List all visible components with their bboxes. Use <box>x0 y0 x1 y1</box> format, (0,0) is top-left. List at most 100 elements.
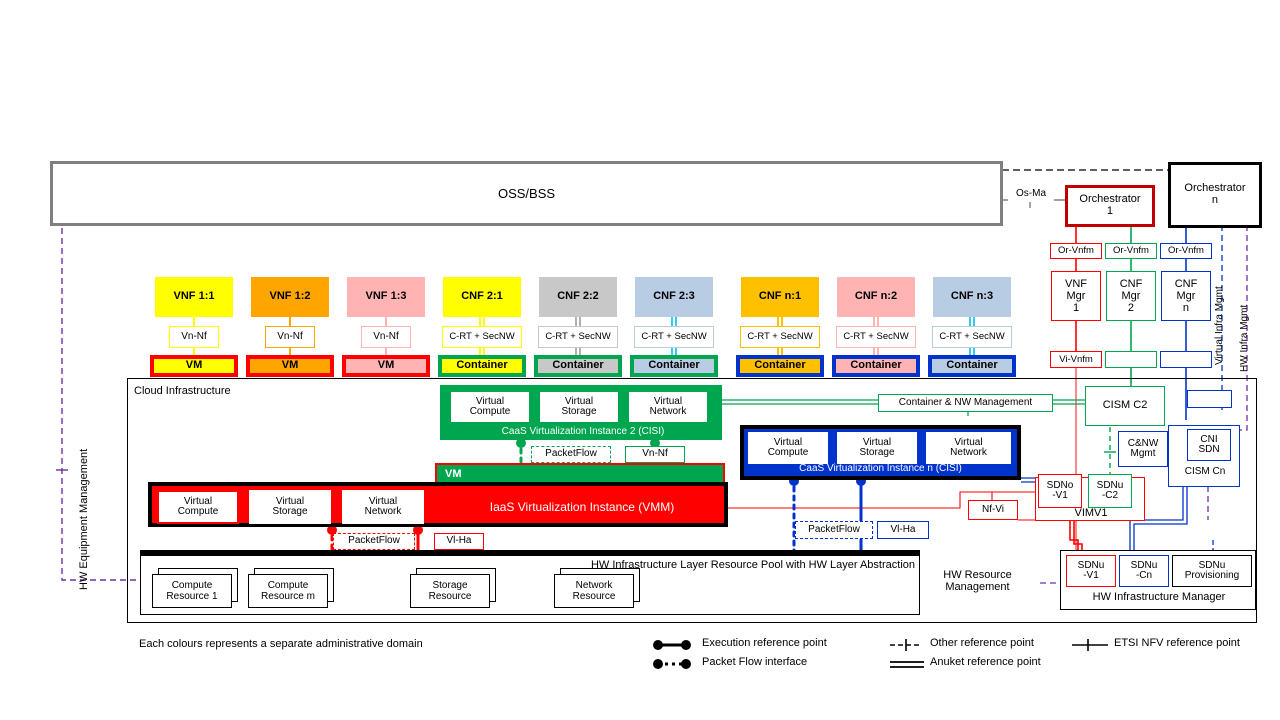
function-base-vm[interactable]: VM <box>150 355 238 377</box>
iaas-instance-box[interactable]: Virtual Compute Virtual Storage Virtual … <box>148 482 728 527</box>
sdnu-provisioning-box[interactable]: SDNu Provisioning <box>1172 555 1252 587</box>
legend-label-etsi: ETSI NFV reference point <box>1114 637 1240 649</box>
cism-cn-box[interactable]: CNI SDN CISM Cn <box>1168 425 1240 487</box>
function-box-cnf-2-2[interactable]: CNF 2:2 <box>539 277 617 317</box>
legend-label-anuket: Anuket reference point <box>930 656 1041 668</box>
hw-abstraction-bar <box>140 550 920 556</box>
manager-box-cnf-mgr-n[interactable]: CNF Mgr n <box>1161 271 1211 321</box>
oss-bss-box[interactable]: OSS/BSS <box>50 161 1003 226</box>
function-interface-ref[interactable]: Vn-Nf <box>361 326 411 348</box>
legend: Execution reference point Packet Flow in… <box>650 636 1250 678</box>
caasn-title: CaaS Virtualization Instance n (CISI) <box>799 463 962 475</box>
legend-label-packetflow: Packet Flow interface <box>702 656 808 668</box>
function-interface-ref[interactable]: Vn-Nf <box>169 326 219 348</box>
sdnu-cn-box[interactable]: SDNu -Cn <box>1119 555 1169 587</box>
colour-domain-caption: Each colours represents a separate admin… <box>139 638 423 650</box>
hw-resource-card[interactable]: Compute Resource m <box>248 574 328 608</box>
function-base-container[interactable]: Container <box>832 355 920 377</box>
orchestrator-1-box[interactable]: Orchestrator 1 <box>1065 185 1155 227</box>
container-nw-management-box[interactable]: Container & NW Management <box>878 394 1053 412</box>
caas2-virtual-storage[interactable]: Virtual Storage <box>539 391 619 423</box>
function-box-cnf-2-3[interactable]: CNF 2:3 <box>635 277 713 317</box>
caasn-virtual-compute[interactable]: Virtual Compute <box>748 432 828 464</box>
oss-bss-label: OSS/BSS <box>497 185 556 201</box>
function-base-container[interactable]: Container <box>438 355 526 377</box>
function-interface-ref[interactable]: C-RT + SecNW <box>836 326 916 348</box>
hw-resource-mgmt-label: HW Resource Management <box>943 569 1012 593</box>
hw-equipment-mgmt-label: HW Equipment Management <box>78 448 90 590</box>
manager-top-ref[interactable]: Or-Vnfm <box>1160 243 1212 259</box>
function-base-vm[interactable]: VM <box>246 355 334 377</box>
iaas-title: IaaS Virtualization Instance (VMM) <box>489 499 675 514</box>
manager-box-vnf-mgr-1[interactable]: VNF Mgr 1 <box>1051 271 1101 321</box>
caas2-title: CaaS Virtualization Instance 2 (CISI) <box>501 426 665 438</box>
cism-c2-box[interactable]: CISM C2 <box>1085 386 1165 426</box>
legend-label-execution: Execution reference point <box>702 637 827 649</box>
function-box-cnf-n-1[interactable]: CNF n:1 <box>741 277 819 317</box>
caas2-virtual-compute[interactable]: Virtual Compute <box>450 391 530 423</box>
vimv1-label: VIMV1 <box>1074 507 1108 520</box>
cnw-mgmt-box[interactable]: C&NW Mgmt <box>1118 431 1168 467</box>
hw-resource-card[interactable]: Network Resource <box>554 574 634 608</box>
caas2-instance-box[interactable]: Virtual Compute Virtual Storage Virtual … <box>440 385 722 440</box>
iaas-virtual-compute[interactable]: Virtual Compute <box>157 490 239 524</box>
iaas-virtual-network[interactable]: Virtual Network <box>342 490 424 524</box>
function-base-vm[interactable]: VM <box>342 355 430 377</box>
function-interface-ref[interactable]: C-RT + SecNW <box>740 326 820 348</box>
manager-bottom-ref[interactable] <box>1105 351 1157 368</box>
legend-label-other: Other reference point <box>930 637 1034 649</box>
function-base-container[interactable]: Container <box>736 355 824 377</box>
hw-infra-mgmt-label: HW Infra Mgmt <box>1239 304 1250 372</box>
cloud-infrastructure-box <box>127 378 1257 623</box>
cism-cn-label: CISM Cn <box>1184 465 1226 477</box>
iaas-packetflow-ref[interactable]: PacketFlow <box>333 533 415 550</box>
orchestrator-n-label: Orchestrator n <box>1184 182 1246 206</box>
function-box-vnf-1-1[interactable]: VNF 1:1 <box>155 277 233 317</box>
manager-bottom-ref[interactable]: Vi-Vnfm <box>1050 351 1102 368</box>
function-box-cnf-2-1[interactable]: CNF 2:1 <box>443 277 521 317</box>
manager-box-cnf-mgr-2[interactable]: CNF Mgr 2 <box>1106 271 1156 321</box>
caas2-packetflow-ref[interactable]: PacketFlow <box>531 446 611 463</box>
function-interface-ref[interactable]: Vn-Nf <box>265 326 315 348</box>
caasn-virtual-storage[interactable]: Virtual Storage <box>837 432 917 464</box>
function-base-container[interactable]: Container <box>928 355 1016 377</box>
orchestrator-n-box[interactable]: Orchestrator n <box>1168 162 1262 228</box>
hw-infrastructure-manager-box[interactable]: SDNu -V1 SDNu -Cn SDNu Provisioning HW I… <box>1060 550 1256 610</box>
manager-bottom-ref[interactable] <box>1160 351 1212 368</box>
function-box-cnf-n-3[interactable]: CNF n:3 <box>933 277 1011 317</box>
manager-extra-ref[interactable] <box>1187 390 1232 408</box>
function-box-vnf-1-3[interactable]: VNF 1:3 <box>347 277 425 317</box>
function-interface-ref[interactable]: C-RT + SecNW <box>634 326 714 348</box>
nf-vi-ref[interactable]: Nf-Vi <box>968 500 1018 520</box>
caas2-virtual-network[interactable]: Virtual Network <box>628 391 708 423</box>
hw-resource-card[interactable]: Storage Resource <box>410 574 490 608</box>
iaas-virtual-storage[interactable]: Virtual Storage <box>249 490 331 524</box>
caas2-vm-bar[interactable]: VM <box>435 463 725 484</box>
sdnu-c2-box[interactable]: SDNu -C2 <box>1088 474 1132 508</box>
function-base-container[interactable]: Container <box>534 355 622 377</box>
virtual-infra-mgmt-label: Virtual Infra Mgmt <box>1214 286 1225 365</box>
caasn-instance-box[interactable]: Virtual Compute Virtual Storage Virtual … <box>740 425 1021 480</box>
function-box-cnf-n-2[interactable]: CNF n:2 <box>837 277 915 317</box>
function-base-container[interactable]: Container <box>630 355 718 377</box>
function-box-vnf-1-2[interactable]: VNF 1:2 <box>251 277 329 317</box>
function-interface-ref[interactable]: C-RT + SecNW <box>538 326 618 348</box>
manager-top-ref[interactable]: Or-Vnfm <box>1050 243 1102 259</box>
iaas-vlha-ref[interactable]: Vl-Ha <box>434 533 484 550</box>
function-interface-ref[interactable]: C-RT + SecNW <box>442 326 522 348</box>
sdno-v1-box[interactable]: SDNo -V1 <box>1038 474 1082 508</box>
sdnu-v1-box[interactable]: SDNu -V1 <box>1066 555 1116 587</box>
vimv1-box[interactable]: SDNo -V1 SDNu -C2 VIMV1 <box>1035 474 1145 521</box>
hw-resource-card[interactable]: Compute Resource 1 <box>152 574 232 608</box>
cni-sdn-box[interactable]: CNI SDN <box>1187 429 1231 461</box>
orchestrator-1-label: Orchestrator 1 <box>1079 193 1141 217</box>
manager-top-ref[interactable]: Or-Vnfm <box>1105 243 1157 259</box>
caasn-virtual-network[interactable]: Virtual Network <box>926 432 1011 464</box>
function-interface-ref[interactable]: C-RT + SecNW <box>932 326 1012 348</box>
os-ma-label: Os-Ma <box>1008 186 1054 202</box>
caasn-vlha-ref[interactable]: Vl-Ha <box>877 521 929 539</box>
caasn-packetflow-ref[interactable]: PacketFlow <box>795 521 873 539</box>
cloud-infrastructure-label: Cloud Infrastructure <box>134 385 231 397</box>
caas2-vnnf-ref[interactable]: Vn-Nf <box>625 446 685 463</box>
